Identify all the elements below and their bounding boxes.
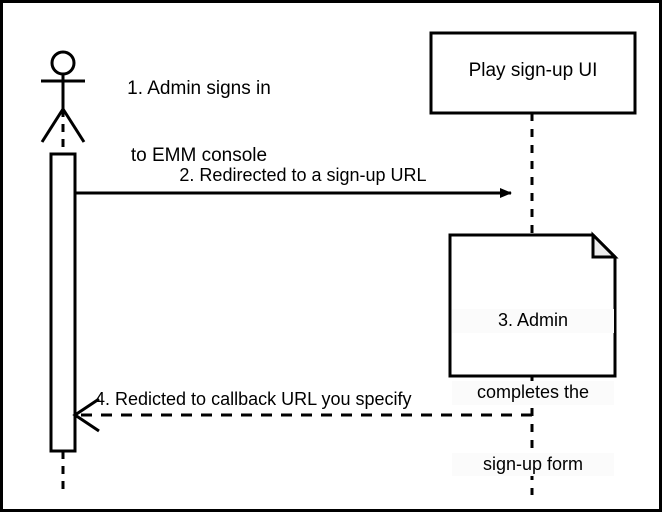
note-text-line-1: 3. Admin bbox=[452, 308, 614, 333]
diagram-vector-layer bbox=[40, 31, 637, 495]
actor-caption: 1. Admin signs in to EMM console bbox=[95, 33, 303, 212]
participant-box-play-signup-ui[interactable] bbox=[429, 31, 637, 115]
note-text-line-3: sign-up form bbox=[452, 452, 614, 477]
note-text: 3. Admin completes the sign-up form bbox=[452, 261, 614, 509]
message-2-label: 2. Redirected to a sign-up URL bbox=[179, 165, 427, 185]
actor-caption-line-2: to EMM console bbox=[130, 145, 268, 167]
message-4-label: 4. Redicted to callback URL you specify bbox=[95, 389, 412, 409]
actor-caption-line-1: 1. Admin signs in bbox=[127, 77, 271, 99]
message-4-arrowhead bbox=[72, 397, 100, 433]
actor-activation-bar bbox=[49, 152, 77, 453]
note-text-line-2: completes the bbox=[452, 380, 614, 405]
participant-label-play-signup-ui: Play sign-up UI bbox=[468, 60, 598, 81]
note-admin-completes-form bbox=[448, 231, 619, 378]
stick-figure-actor-icon bbox=[40, 50, 86, 143]
